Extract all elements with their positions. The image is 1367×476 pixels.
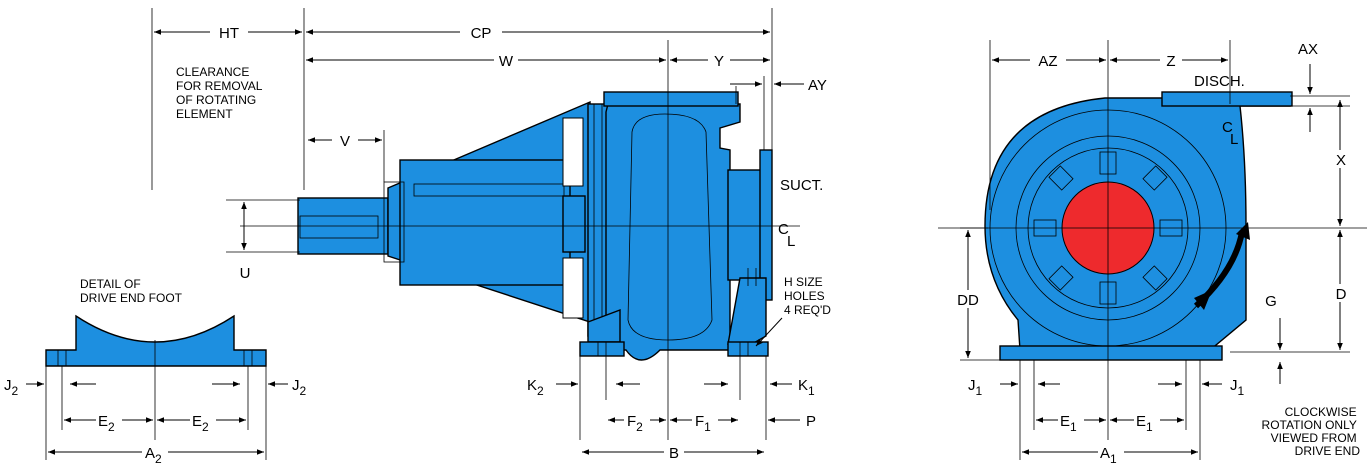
volute-casing: [605, 103, 741, 361]
side-view: HT CP W Y AY V U CLEARANCE FOR REMOVAL O…: [151, 8, 831, 462]
rotation-note: CLOCKWISE ROTATION ONLY VIEWED FROM DRIV…: [1262, 405, 1361, 458]
dim-J2-right: J2: [292, 377, 307, 398]
dim-AY: AY: [808, 77, 827, 94]
dim-G: G: [1265, 293, 1277, 310]
dim-DD: DD: [957, 292, 979, 309]
dim-E1-right: E1: [1136, 413, 1153, 434]
dim-AX: AX: [1298, 41, 1318, 58]
discharge-label: DISCH.: [1194, 73, 1245, 90]
dim-F1: F1: [695, 413, 711, 434]
dim-W: W: [499, 53, 514, 70]
dim-F2: F2: [627, 413, 643, 434]
dim-D: D: [1336, 286, 1347, 303]
drive-end-foot-note: DETAIL OF DRIVE END FOOT: [80, 277, 183, 305]
clearance-note: CLEARANCE FOR REMOVAL OF ROTATING ELEMEN…: [176, 65, 265, 121]
bearing-housing: [399, 159, 571, 286]
suction-label: SUCT.: [780, 177, 823, 194]
dim-E2-left: E2: [98, 413, 115, 434]
casing-plate: [587, 103, 609, 337]
dim-J2-left: J2: [4, 377, 19, 398]
dim-V: V: [340, 133, 350, 150]
dim-E1-left: E1: [1060, 413, 1077, 434]
end-view: AZ Z DISCH. C L AX X D DD G J1: [938, 40, 1367, 466]
dim-Y: Y: [714, 53, 724, 70]
dim-X: X: [1336, 152, 1346, 169]
suction-centerline-c: C: [778, 221, 789, 238]
dim-E2-right: E2: [192, 413, 209, 434]
suction-nozzle: [727, 169, 765, 281]
dim-CP: CP: [471, 25, 492, 42]
drive-end-foot: [45, 314, 267, 367]
drive-end-foot-detail: DETAIL OF DRIVE END FOOT J2 J2 E2 E2 A2: [4, 277, 307, 466]
dim-HT: HT: [219, 25, 239, 42]
dim-P: P: [806, 413, 816, 430]
holes-note: H SIZE HOLES 4 REQ'D: [784, 275, 831, 317]
dim-A1: A1: [1100, 445, 1117, 466]
dim-AZ: AZ: [1038, 53, 1057, 70]
dim-B: B: [669, 445, 679, 462]
dim-K2: K2: [527, 377, 544, 398]
suction-centerline-l: L: [787, 233, 795, 250]
dim-K1: K1: [798, 377, 815, 398]
discharge-flange-end: [1161, 91, 1293, 107]
dim-U: U: [240, 265, 251, 282]
dim-A2: A2: [145, 445, 162, 466]
discharge-centerline-c: C: [1222, 119, 1233, 136]
dim-Z: Z: [1166, 53, 1175, 70]
dim-J1-right: J1: [1230, 377, 1245, 398]
dim-J1-left: J1: [968, 377, 983, 398]
discharge-flange: [603, 91, 739, 107]
discharge-centerline-l: L: [1230, 131, 1238, 148]
